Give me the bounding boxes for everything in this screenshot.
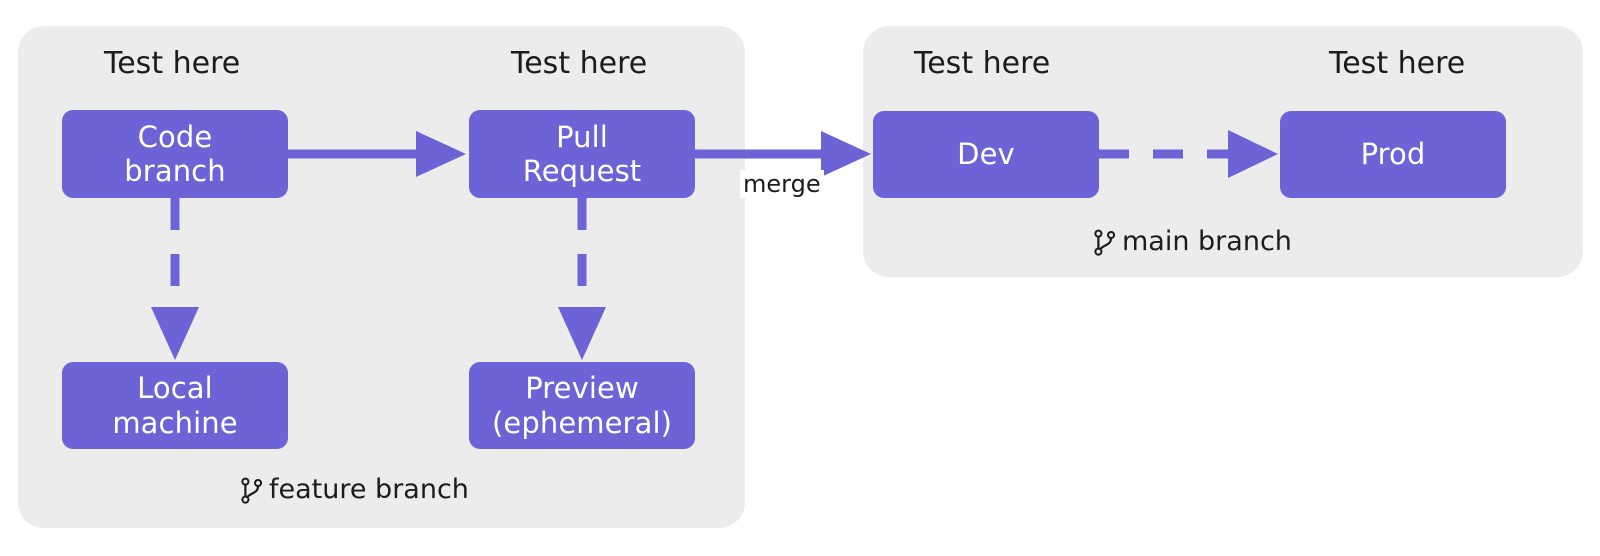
node-code-branch[interactable]: Code branch [62,110,288,198]
node-label-local-machine: Local machine [112,371,238,440]
node-pull-request[interactable]: Pull Request [469,110,695,198]
group-panel-feature-branch [18,26,745,528]
node-label-pull-request: Pull Request [522,119,642,188]
git-branch-icon [241,477,263,505]
group-label-text-feature-branch: feature branch [269,474,469,505]
node-label-code-branch: Code branch [124,119,226,188]
node-label-prod: Prod [1360,137,1426,172]
node-dev[interactable]: Dev [873,111,1099,198]
group-label-main-branch: main branch [1094,226,1292,257]
caption-test-here-code-branch: Test here [104,46,241,81]
git-branch-icon [1094,229,1116,257]
group-label-text-main-branch: main branch [1122,226,1292,257]
node-local-machine[interactable]: Local machine [62,362,288,449]
group-label-feature-branch: feature branch [241,474,469,505]
caption-test-here-dev: Test here [914,46,1051,81]
node-prod[interactable]: Prod [1280,111,1506,198]
node-label-preview: Preview (ephemeral) [491,371,673,440]
node-label-dev: Dev [957,137,1015,172]
caption-test-here-pull-request: Test here [511,46,648,81]
node-preview-ephemeral[interactable]: Preview (ephemeral) [469,362,695,449]
edge-label-merge: merge [740,170,824,198]
caption-test-here-prod: Test here [1329,46,1466,81]
